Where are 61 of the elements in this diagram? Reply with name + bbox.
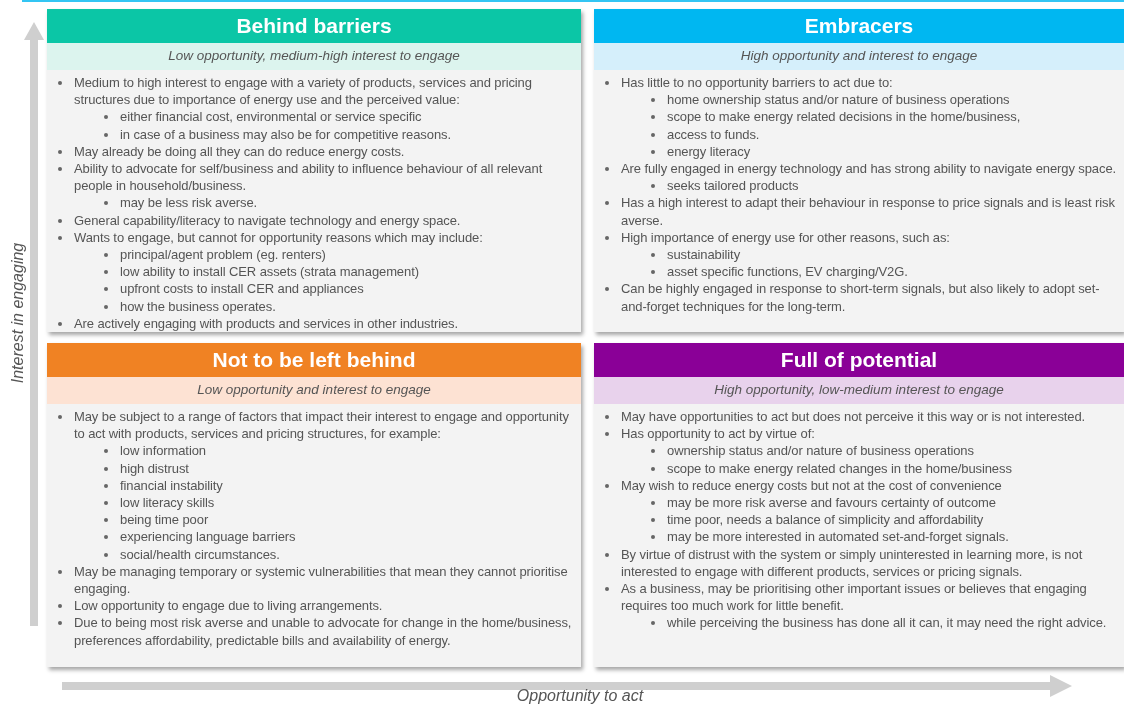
bullet-text: how the business operates.	[120, 298, 276, 314]
quadrant-card	[594, 343, 1124, 667]
bullet-text: General capability/literacy to navigate technology and energy space.	[74, 212, 461, 228]
bullet-text: being time poor	[120, 512, 209, 528]
bullet-text: Medium to high interest to engage with a variety of products, services and pricing structures due to importance of energy use and the perceived value:	[74, 74, 532, 108]
quadrant-subtitle: Low opportunity, medium-high interest to engage	[47, 42, 581, 70]
quadrant-card	[47, 343, 581, 667]
bullet-text: experiencing language barriers	[120, 529, 296, 545]
bullet-text: Has opportunity to act by virtue of:	[621, 426, 815, 442]
quadrant-card	[47, 9, 581, 332]
bullet-text: May have opportunities to act but does not perceive it this way or is not interested.	[621, 409, 1086, 424]
bullet-text: May be managing temporary or systemic vulnerabilities that mean they cannot prioritise engaging.	[74, 563, 568, 597]
bullet-text: High importance of energy use for other reasons, such as:	[621, 229, 950, 245]
bullet-text: may be more risk averse and favours certainty of outcome	[667, 495, 996, 510]
quadrant-card	[594, 9, 1124, 332]
bullet-text: while perceiving the business has done all it can, it may need the right advice.	[667, 615, 1107, 631]
bullet-text: As a business, may be prioritising other important issues or believes that engaging requires too much work for little benefit.	[621, 581, 1087, 614]
bullet-text: upfront costs to install CER and appliances	[120, 281, 364, 297]
bullet-text: in case of a business may also be for competitive reasons.	[120, 126, 451, 142]
bullet-text: scope to make energy related changes in the home/business	[667, 460, 1012, 476]
quadrant-subtitle: High opportunity, low-medium interest to engage	[594, 377, 1124, 404]
bullet-text: By virtue of distrust with the system or simply uninterested in learning more, is not interested to engage with different products, services or pricing signals.	[621, 546, 1083, 579]
bullet-text: May wish to reduce energy costs but not at the cost of convenience	[621, 477, 1002, 493]
bullet-text: either financial cost, environmental or service specific	[120, 109, 422, 125]
bullet-text: home ownership status and/or nature of business operations	[667, 92, 1010, 108]
bullet-text: financial instability	[120, 477, 223, 493]
bullet-text: Wants to engage, but cannot for opportunity reasons which may include:	[74, 229, 483, 245]
bullet-text: May already be doing all they can do reduce energy costs.	[74, 143, 405, 159]
quadrant-title: Not to be left behind	[47, 343, 581, 377]
bullet-text: May be subject to a range of factors that impact their interest to engage and opportunity to act with products, services and pricing structures, for example:	[74, 409, 569, 442]
bullet-text: time poor, needs a balance of simplicity and affordability	[667, 512, 984, 528]
quadrant-subtitle: Low opportunity and interest to engage	[47, 377, 581, 404]
bullet-text: Has a high interest to adapt their behaviour in response to price signals and is least risk averse.	[621, 195, 1115, 228]
axis-label: Interest in engaging	[8, 242, 27, 384]
bullet-text: low ability to install CER assets (strata management)	[120, 264, 419, 280]
quadrant-title: Embracers	[594, 9, 1124, 43]
bullet-text: Due to being most risk averse and unable to advocate for change in the home/business, preferences affordability, predictable bills and availability of energy.	[74, 615, 572, 648]
bullet-text: access to funds.	[667, 126, 760, 142]
bullet-text: low information	[120, 443, 206, 459]
bullet-text: asset specific functions, EV charging/V2G.	[667, 264, 908, 280]
bullet-text: Are fully engaged in energy technology and has strong ability to navigate energy space.	[621, 161, 1117, 176]
bullet-text: Has little to no opportunity barriers to act due to:	[621, 75, 893, 90]
bullet-text: may be more interested in automated set-and-forget signals.	[667, 529, 1009, 545]
bullet-text: energy literacy	[667, 143, 751, 159]
bullet-text: Can be highly engaged in response to short-term signals, but also likely to adopt set-and-forget techniques for the long-term.	[621, 281, 1100, 314]
bullet-text: may be less risk averse.	[120, 195, 258, 211]
bullet-text: Are actively engaging with products and services in other industries.	[74, 315, 459, 331]
bullet-text: low literacy skills	[120, 495, 215, 510]
bullet-text: high distrust	[120, 460, 189, 476]
bullet-text: ownership status and/or nature of business operations	[667, 443, 974, 459]
quadrant-title: Behind barriers	[47, 9, 581, 43]
bullet-text: Low opportunity to engage due to living arrangements.	[74, 598, 383, 614]
bullet-text: sustainability	[667, 247, 741, 263]
bullet-text: scope to make energy related decisions in the home/business,	[667, 109, 1021, 125]
axis-label: Opportunity to act	[516, 686, 644, 706]
quadrant-subtitle: High opportunity and interest to engage	[594, 43, 1124, 70]
quadrant-title: Full of potential	[594, 343, 1124, 377]
bullet-text: principal/agent problem (eg. renters)	[120, 247, 326, 262]
bullet-text: social/health circumstances.	[120, 546, 280, 562]
bullet-text: seeks tailored products	[667, 178, 799, 194]
bullet-text: Ability to advocate for self/business and ability to influence behaviour of all relevant people in household/business.	[74, 160, 543, 194]
